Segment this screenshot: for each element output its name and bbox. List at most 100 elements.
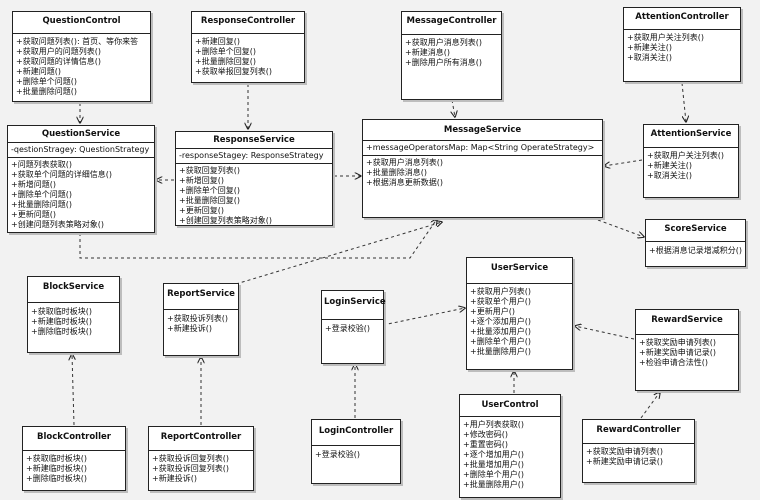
class-name: UserService <box>467 258 572 284</box>
class-attributes: +messageOperatorsMap: Map<String Operate… <box>363 141 602 156</box>
class-operations: +获取临时板块()+新建临时板块()+删除临时板块() <box>28 303 119 339</box>
class-operation: +删除单个回复() <box>179 186 240 195</box>
class-name: ReportController <box>149 427 253 451</box>
class-operation: +批量删除问题() <box>11 200 72 209</box>
arrow-attentioncontroller-attentionservice <box>681 82 686 122</box>
class-operation: +获取用户的问题列表() <box>16 47 101 56</box>
class-response-service[interactable]: ResponseService -responseStagey: Respons… <box>175 131 333 226</box>
class-operation: +获取举报回复列表() <box>195 67 272 76</box>
class-operation: +更新用户() <box>470 307 515 316</box>
class-operations: +登录校验() <box>312 446 400 462</box>
class-reward-service[interactable]: RewardService +获取奖励申请列表()+新建奖励申请记录()+检验申… <box>635 309 739 391</box>
class-operation: +逐个增加用户() <box>463 450 524 459</box>
class-operation: +删除单个用户() <box>463 470 524 479</box>
class-operation: +获取奖励申请列表() <box>639 338 716 347</box>
class-attribute: +messageOperatorsMap: Map<String Operate… <box>366 143 595 152</box>
class-operation: +用户列表获取() <box>463 420 524 429</box>
class-name: RewardService <box>636 310 738 335</box>
class-operation: +获取问题列表(): 首页、等你来答 <box>16 37 139 46</box>
class-message-controller[interactable]: MessageController +获取用户消息列表()+新建消息()+删除用… <box>401 11 502 100</box>
class-user-control[interactable]: UserControl +用户列表获取()+修改密码()+重置密码()+逐个增加… <box>459 394 561 498</box>
class-operation: +删除临时板块() <box>31 327 92 336</box>
class-operation: +取消关注() <box>647 171 692 180</box>
class-operation: +逐个添加用户() <box>470 317 531 326</box>
class-attention-service[interactable]: AttentionService +获取用户关注列表()+新建关注()+取消关注… <box>643 124 739 198</box>
class-operation: +获取单个用户() <box>470 297 531 306</box>
class-operation: +获取投诉回复列表() <box>152 454 229 463</box>
class-operation: +重置密码() <box>463 440 508 449</box>
class-operation: +获取问题的详情信息() <box>16 57 101 66</box>
class-operations: +获取用户消息列表()+新建消息()+删除用户所有消息() <box>402 35 501 70</box>
class-login-controller[interactable]: LoginController +登录校验() <box>311 419 401 484</box>
class-operations: +获取投诉回复列表()+获取投诉回复列表()+新建投诉() <box>149 451 253 486</box>
class-operation: +删除单个问题() <box>16 77 77 86</box>
class-question-service[interactable]: QuestionService -qestionStragey: Questio… <box>7 125 155 233</box>
class-question-control[interactable]: QuestionControl +获取问题列表(): 首页、等你来答+获取用户的… <box>12 11 151 102</box>
class-operations: +根据消息记录增减积分() <box>646 242 745 258</box>
class-operations: +问题列表获取()+获取单个问题的详细信息()+新增问题()+删除单个问题()+… <box>8 158 154 232</box>
class-operation: +新建奖励申请记录() <box>586 457 663 466</box>
class-operation: +修改密码() <box>463 430 508 439</box>
class-attention-controller[interactable]: AttentionController +获取用户关注列表()+新建关注()+取… <box>623 7 741 82</box>
arrow-questionservice-messageservice <box>79 219 437 259</box>
class-name: ReportService <box>164 284 238 310</box>
class-name: LoginController <box>312 420 400 446</box>
arrow-messageservice-scoreservice <box>597 219 644 237</box>
class-user-service[interactable]: UserService +获取用户列表()+获取单个用户()+更新用户()+逐个… <box>466 257 573 370</box>
class-operation: +登录校验() <box>325 324 370 333</box>
class-operations: +用户列表获取()+修改密码()+重置密码()+逐个增加用户()+批量增加用户(… <box>460 417 560 492</box>
class-operation: +删除单个用户() <box>470 337 531 346</box>
class-operation: +删除用户所有消息() <box>405 58 482 67</box>
class-operation: +删除临时板块() <box>26 474 87 483</box>
class-response-controller[interactable]: ResponseController +新建回复()+删除单个回复()+批量删除… <box>191 11 305 83</box>
class-name: ResponseService <box>176 132 332 149</box>
class-attributes: -responseStagey: ResponseStrategy <box>176 149 332 164</box>
class-report-service[interactable]: ReportService +获取投诉列表()+新建投诉() <box>163 283 239 356</box>
class-operation: +新建投诉() <box>167 324 212 333</box>
class-operations: +登录校验() <box>322 320 383 336</box>
class-operations: +获取回复列表()+新增回复()+删除单个回复()+批量删除回复()+更新回复(… <box>176 164 332 228</box>
class-name: MessageService <box>363 120 602 141</box>
class-operation: +获取投诉回复列表() <box>152 464 229 473</box>
arrow-messagecontroller-messageservice <box>452 99 455 117</box>
class-name: LoginService <box>322 291 386 320</box>
class-operation: +获取用户消息列表() <box>366 158 443 167</box>
class-operation: +删除单个回复() <box>195 47 256 56</box>
class-operations: +获取问题列表(): 首页、等你来答+获取用户的问题列表()+获取问题的详情信息… <box>13 34 150 99</box>
class-block-service[interactable]: BlockService +获取临时板块()+新建临时板块()+删除临时板块() <box>27 276 120 353</box>
class-message-service[interactable]: MessageService +messageOperatorsMap: Map… <box>362 119 603 218</box>
class-operation: +删除单个问题() <box>11 190 72 199</box>
class-operation: +获取奖励申请列表() <box>586 447 663 456</box>
class-operation: +更新问题() <box>11 210 56 219</box>
class-login-service[interactable]: LoginService +登录校验() <box>321 290 386 364</box>
class-name: QuestionService <box>8 126 154 143</box>
class-operation: +新建回复() <box>195 37 240 46</box>
class-report-controller[interactable]: ReportController +获取投诉回复列表()+获取投诉回复列表()+… <box>148 426 254 491</box>
class-name: UserControl <box>460 395 560 417</box>
class-operation: +批量添加用户() <box>470 327 531 336</box>
class-operations: +获取投诉列表()+新建投诉() <box>164 310 238 336</box>
class-operations: +获取用户关注列表()+新建关注()+取消关注() <box>624 30 740 65</box>
class-name: QuestionControl <box>13 12 150 34</box>
class-operation: +问题列表获取() <box>11 160 72 169</box>
class-operation: +批量删除问题() <box>16 87 77 96</box>
class-operation: +批量删除用户() <box>470 347 531 356</box>
class-name: ScoreService <box>646 220 745 242</box>
class-operation: +获取投诉列表() <box>167 314 228 323</box>
class-operation: +检验申请合法性() <box>639 358 708 367</box>
class-operation: +更新回复() <box>179 206 224 215</box>
class-operation: +登录校验() <box>315 450 360 459</box>
class-operation: +获取用户关注列表() <box>647 151 724 160</box>
arrow-rewardservice-userservice <box>575 326 635 340</box>
class-name: BlockService <box>28 277 119 303</box>
class-operation: +获取单个问题的详细信息() <box>11 170 112 179</box>
class-operation: +新建临时板块() <box>31 317 92 326</box>
class-block-controller[interactable]: BlockController +获取临时板块()+新建临时板块()+删除临时板… <box>22 426 126 491</box>
class-reward-controller[interactable]: RewardController +获取奖励申请列表()+新建奖励申请记录() <box>582 419 695 483</box>
class-name: MessageController <box>402 12 501 35</box>
class-name: AttentionController <box>624 8 740 30</box>
class-operation: +批量增加用户() <box>463 460 524 469</box>
class-operations: +获取临时板块()+新建临时板块()+删除临时板块() <box>23 451 125 486</box>
class-operations: +获取用户消息列表()+批量删除消息()+根据消息更新数据() <box>363 156 602 190</box>
class-score-service[interactable]: ScoreService +根据消息记录增减积分() <box>645 219 746 267</box>
